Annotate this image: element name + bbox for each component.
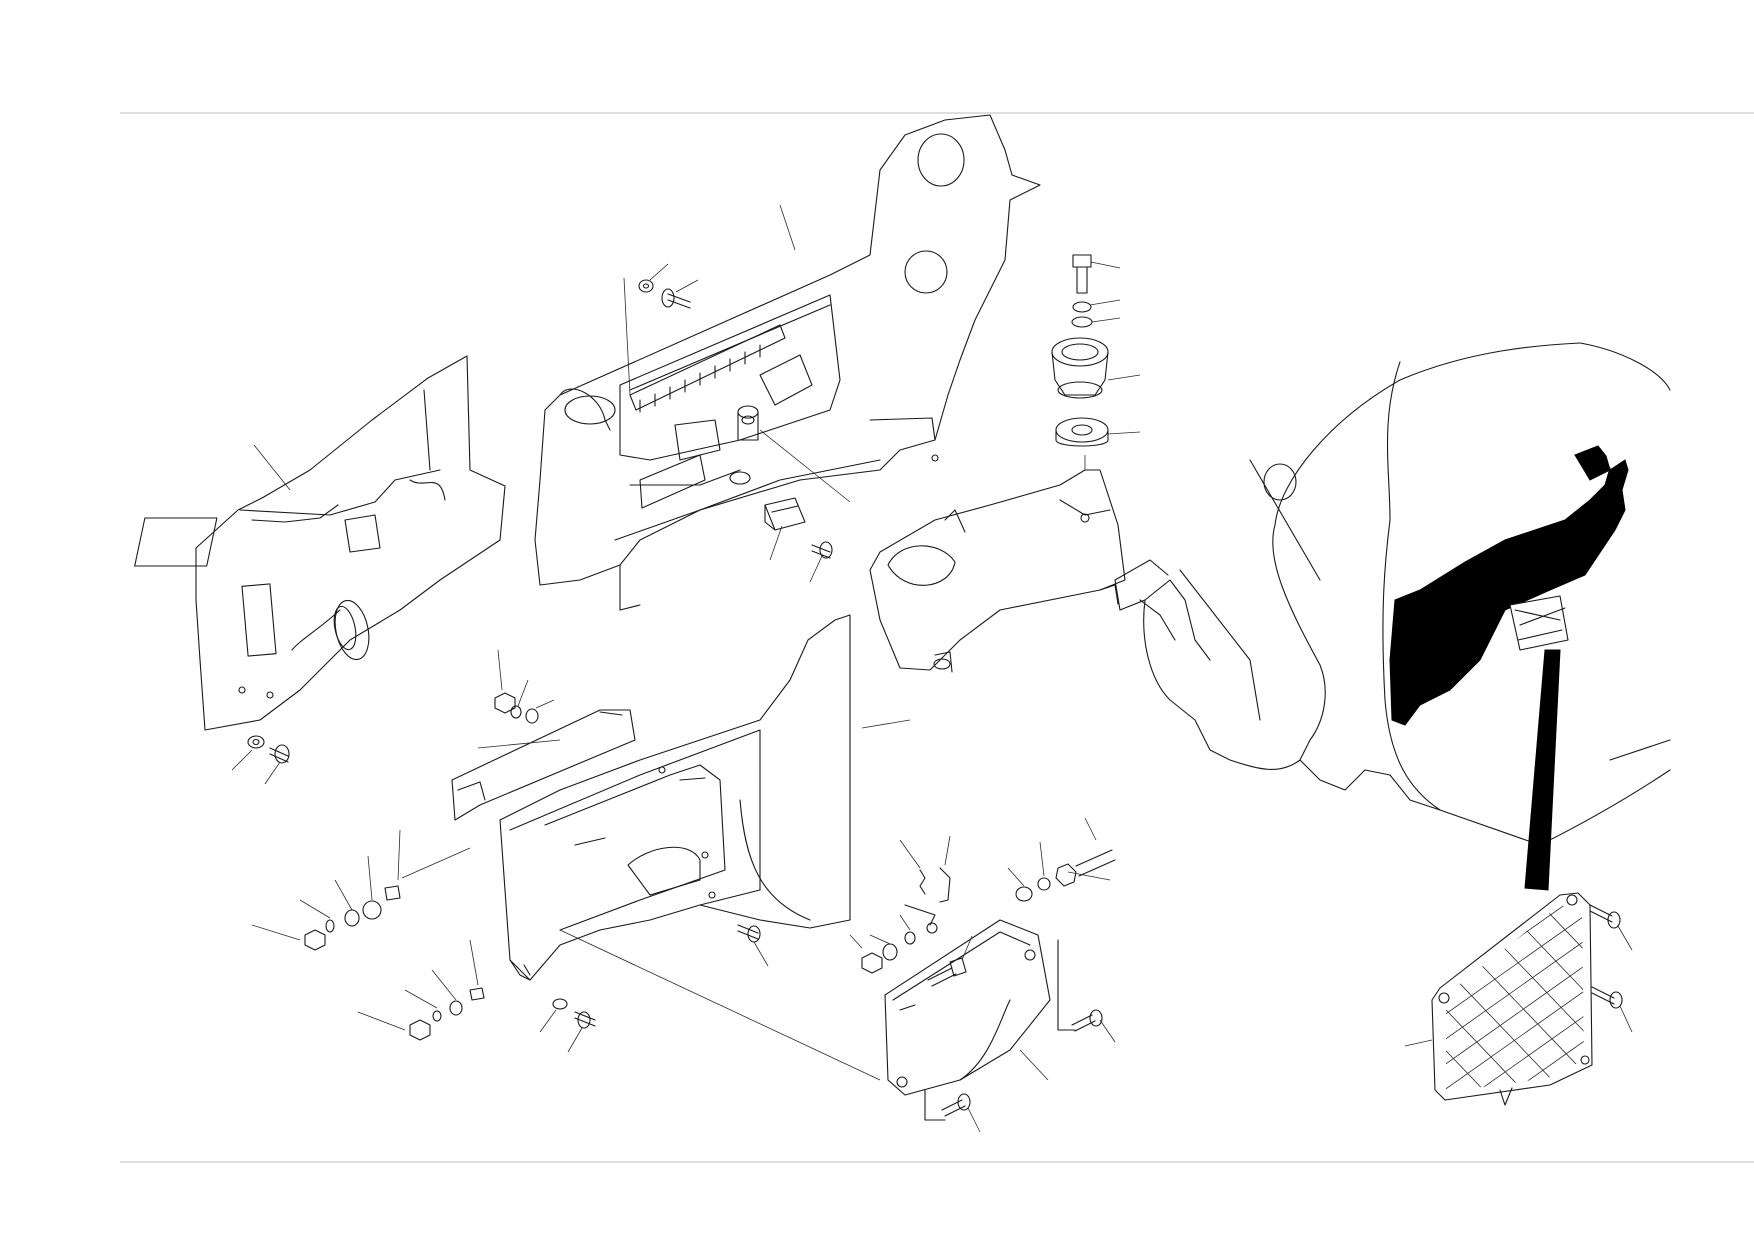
bolt-icon: [924, 1089, 981, 1133]
cigarette-lighter-icon: [729, 405, 759, 485]
spring-clip-icon: [899, 835, 951, 934]
bracket-arm-icon: [451, 709, 636, 821]
lower-front-panel: [251, 614, 911, 1081]
hardware-chain-icon: [251, 829, 471, 951]
mount-bracket-assembly: [869, 254, 1141, 673]
bolt-stack-icon: [1007, 817, 1116, 902]
rear-dash-panel: [534, 114, 1041, 611]
bolt-icon: [1057, 939, 1116, 1043]
bolt-icon: [927, 935, 973, 987]
screw-icon: [269, 744, 290, 764]
switch-block-icon: [764, 497, 806, 531]
screw-icon: [1591, 986, 1633, 1033]
nut-icon: [494, 649, 555, 724]
sheet-border-rules: [120, 112, 1754, 1163]
bolt-icon: [1072, 254, 1121, 294]
screw-icon: [539, 998, 596, 1053]
lower-corner-cover: [849, 817, 1116, 1133]
washer-icon: [247, 735, 265, 749]
mount-cup-icon: [1051, 337, 1141, 399]
vent-grille: [629, 324, 786, 413]
flat-washer-icon: [1071, 316, 1121, 328]
storage-net-panel: [1404, 892, 1633, 1106]
lock-washer-icon: [1072, 299, 1121, 313]
highlighted-panel-silhouette: [1389, 445, 1629, 891]
hardware-chain-icon: [357, 939, 485, 1041]
cab-outline-reference: [1114, 342, 1671, 891]
left-console-panel: [134, 355, 506, 785]
nut-washer-icon: [849, 914, 916, 974]
rubber-mount-icon: [1055, 417, 1141, 447]
screw-icon: [737, 924, 769, 967]
screw-icon: [1589, 904, 1633, 951]
